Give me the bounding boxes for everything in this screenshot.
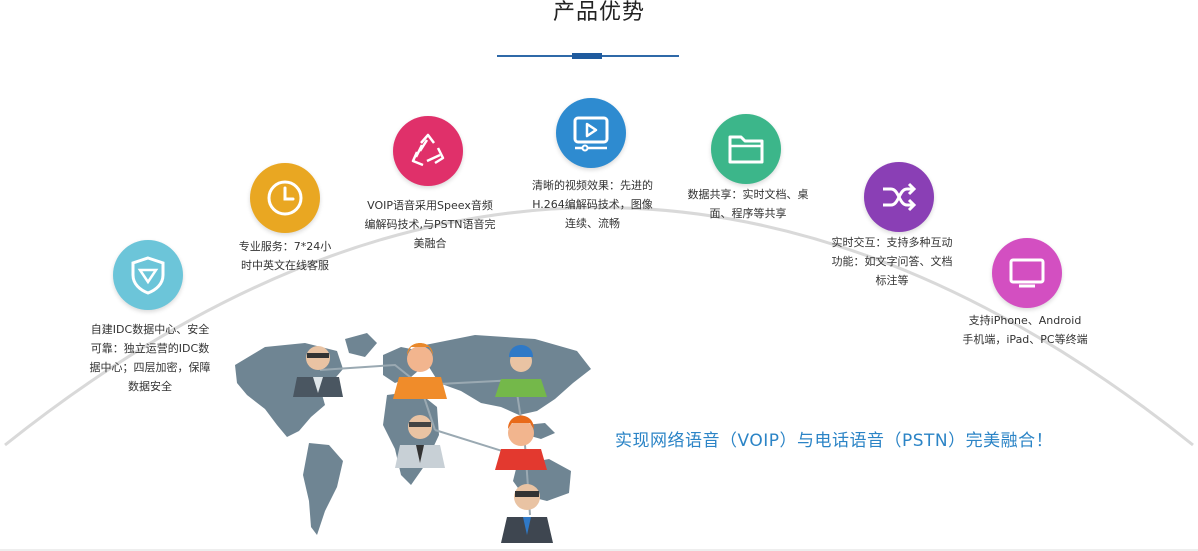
person-4 [395, 415, 445, 468]
feature-voip-text: VOIP语音采用Speex音频 编解码技术,与PSTN语音完 美融合 [364, 199, 496, 250]
video-icon [573, 116, 609, 152]
shield-icon [131, 256, 165, 295]
person-5 [495, 415, 547, 470]
feature-share-text: 数据共享：实时文档、桌 面、程序等共享 [687, 188, 809, 220]
world-map-illustration [235, 333, 591, 543]
person-1 [293, 346, 343, 397]
recycle-icon-circle [393, 116, 463, 186]
recycle-icon [411, 133, 445, 167]
feature-service-text: 专业服务：7*24小 时中英文在线客服 [238, 240, 332, 272]
shuffle-icon-circle [864, 162, 934, 232]
person-2 [393, 343, 447, 399]
shuffle-icon [883, 182, 917, 212]
feature-idc-text: 自建IDC数据中心、安全 可靠：独立运营的IDC数 据中心；四层加密，保障 数据… [89, 323, 211, 393]
feature-interaction-text: 实时交互：支持多种互动 功能：如文字问答、文档 标注等 [831, 236, 953, 287]
clock-icon [267, 180, 303, 216]
section-title: 产品优势 [552, 0, 645, 25]
person-6 [501, 484, 553, 543]
monitor-icon [1009, 258, 1045, 288]
monitor-icon-circle [992, 238, 1062, 308]
folder-icon-circle [711, 114, 781, 184]
bottom-divider [0, 549, 1198, 551]
title-divider-accent [572, 53, 602, 59]
clock-icon-circle [250, 163, 320, 233]
video-icon-circle [556, 98, 626, 168]
feature-terminal-text: 支持iPhone、Android 手机端，iPad、PC等终端 [962, 314, 1088, 346]
feature-video-text: 清晰的视频效果：先进的 H.264编解码技术，图像 连续、流畅 [532, 179, 653, 230]
folder-icon [728, 135, 764, 164]
slogan-text: 实现网络语音（VOIP）与电话语音（PSTN）完美融合！ [615, 431, 1054, 451]
person-3 [495, 345, 547, 397]
shield-icon-circle [113, 240, 183, 310]
